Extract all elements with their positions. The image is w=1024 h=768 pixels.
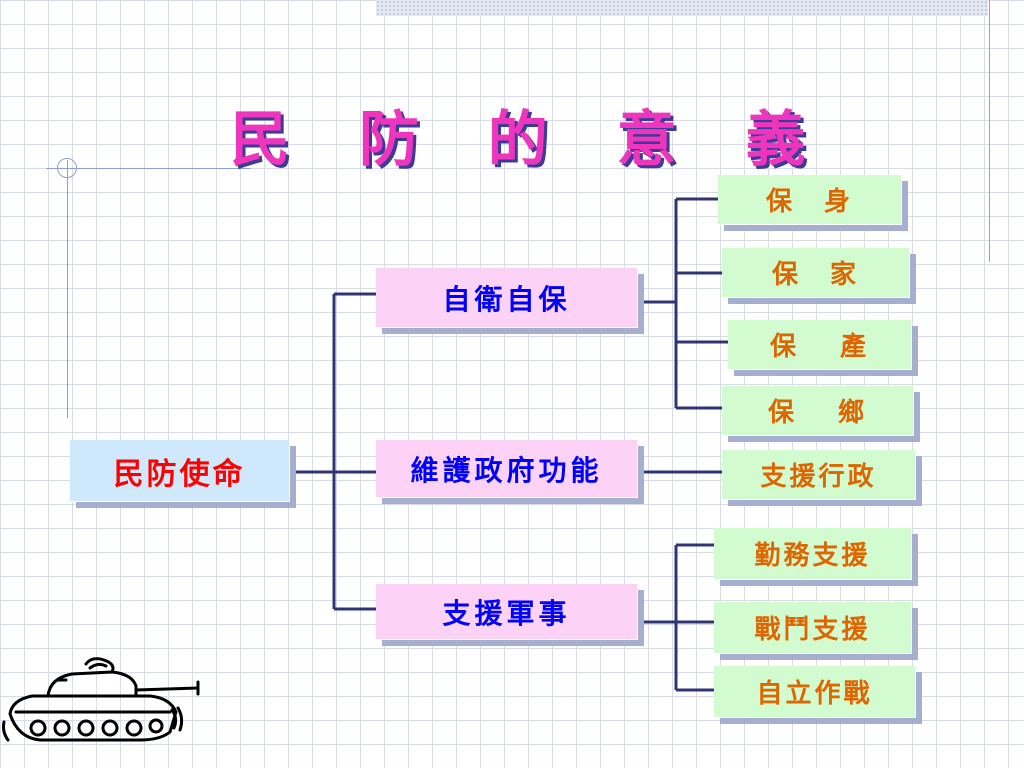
leaf-node: 保 產: [728, 320, 912, 370]
top-decor-band: [376, 0, 988, 16]
tank-icon: [2, 657, 200, 742]
leaf-node: 保 家: [722, 248, 910, 298]
leaf-node: 保 鄉: [722, 386, 914, 436]
root-node: 民防使命: [70, 440, 290, 502]
leaf-node: 自立作戰: [714, 666, 916, 718]
decor-vertical-line: [67, 160, 68, 418]
decor-circle: [57, 158, 77, 178]
branch-node-government-function: 維護政府功能: [376, 440, 638, 498]
decor-horizontal-line: [46, 168, 251, 169]
branch-node-self-defense: 自衛自保: [376, 268, 638, 328]
leaf-node: 勤務支援: [714, 528, 912, 580]
leaf-node: 保 身: [718, 175, 902, 225]
page-title: 民 防 的 意 義: [230, 105, 830, 175]
branch-node-military-support: 支援軍事: [376, 584, 638, 640]
decor-right-line: [989, 0, 990, 262]
leaf-node: 支援行政: [722, 450, 916, 500]
leaf-node: 戰鬥支援: [714, 602, 912, 654]
